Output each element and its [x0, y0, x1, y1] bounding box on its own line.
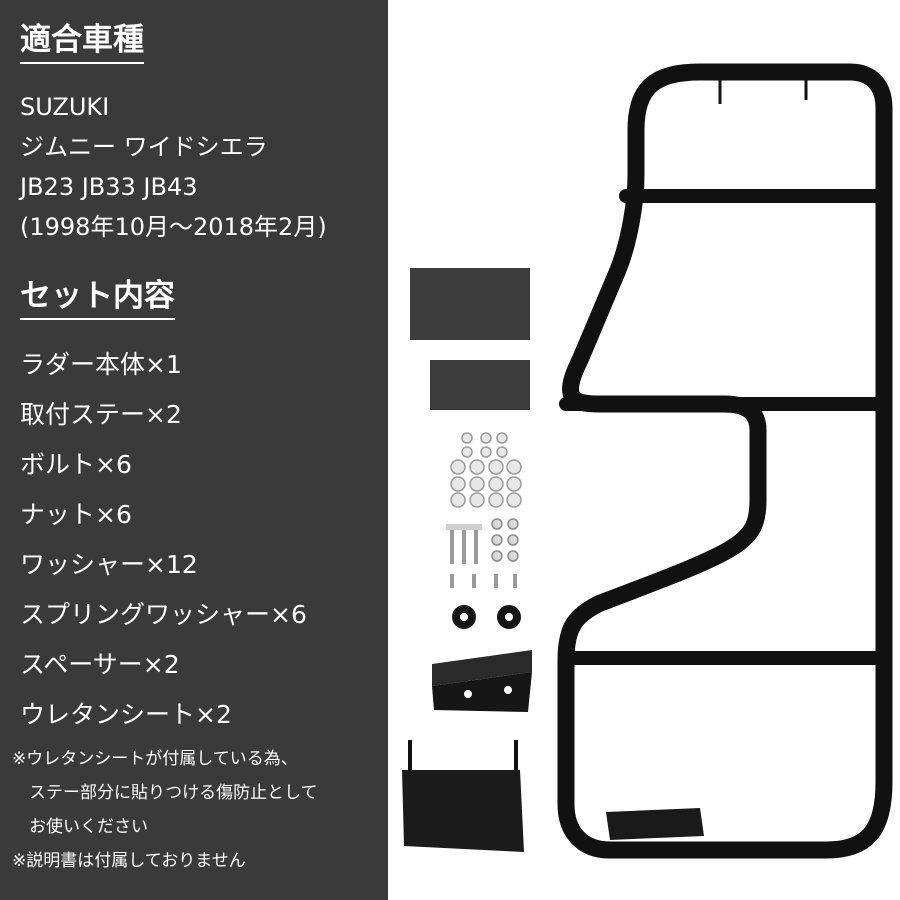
set-item: 取付ステー×2 — [20, 400, 182, 429]
ladder-body — [557, 63, 893, 859]
urethane-sheet-large — [410, 268, 530, 340]
fit-heading: 適合車種 — [20, 20, 144, 64]
spacers — [452, 605, 521, 629]
set-item: ワッシャー×12 — [20, 550, 198, 579]
note-line: ※ウレタンシートが付属している為、 — [12, 749, 298, 769]
fit-maker: SUZUKI — [20, 93, 110, 121]
fit-list: SUZUKI ジムニー ワイドシエラ JB23 JB33 JB43 (1998年… — [20, 87, 327, 247]
washers — [450, 432, 522, 508]
top-pins — [718, 66, 808, 104]
set-item: ウレタンシート×2 — [20, 700, 232, 729]
note-line: ステー部分に貼りつける傷防止として — [12, 783, 318, 803]
nuts — [491, 518, 519, 562]
set-item: スプリングワッシャー×6 — [20, 600, 307, 629]
set-list: ラダー本体×1 取付ステー×2 ボルト×6 ナット×6 ワッシャー×12 スプリ… — [20, 340, 307, 740]
mount-stay-upper — [432, 650, 532, 712]
set-item: ボルト×6 — [20, 450, 132, 479]
note-line: ※説明書は付属しておりません — [12, 851, 246, 871]
set-item: ナット×6 — [20, 500, 132, 529]
fit-codes: JB23 JB33 JB43 — [20, 173, 198, 201]
fit-model: ジムニー ワイドシエラ — [20, 133, 268, 161]
ladder-rungs — [559, 189, 887, 665]
bolts — [450, 528, 478, 564]
short-bolts — [450, 574, 517, 588]
mount-stay-lower — [402, 740, 524, 852]
set-item: ラダー本体×1 — [20, 350, 182, 379]
urethane-sheet-small — [430, 360, 530, 410]
notes: ※ウレタンシートが付属している為、 ステー部分に貼りつける傷防止として お使いく… — [12, 742, 384, 878]
set-heading: セット内容 — [20, 276, 175, 320]
set-item: スペーサー×2 — [20, 650, 180, 679]
fit-years: (1998年10月～2018年2月) — [20, 213, 327, 241]
bolt-heads — [446, 524, 482, 530]
note-line: お使いください — [12, 817, 148, 837]
bottom-mount-plate — [606, 808, 704, 840]
product-photo — [402, 63, 893, 859]
spec-panel: 適合車種 SUZUKI ジムニー ワイドシエラ JB23 JB33 JB43 (… — [0, 0, 388, 900]
